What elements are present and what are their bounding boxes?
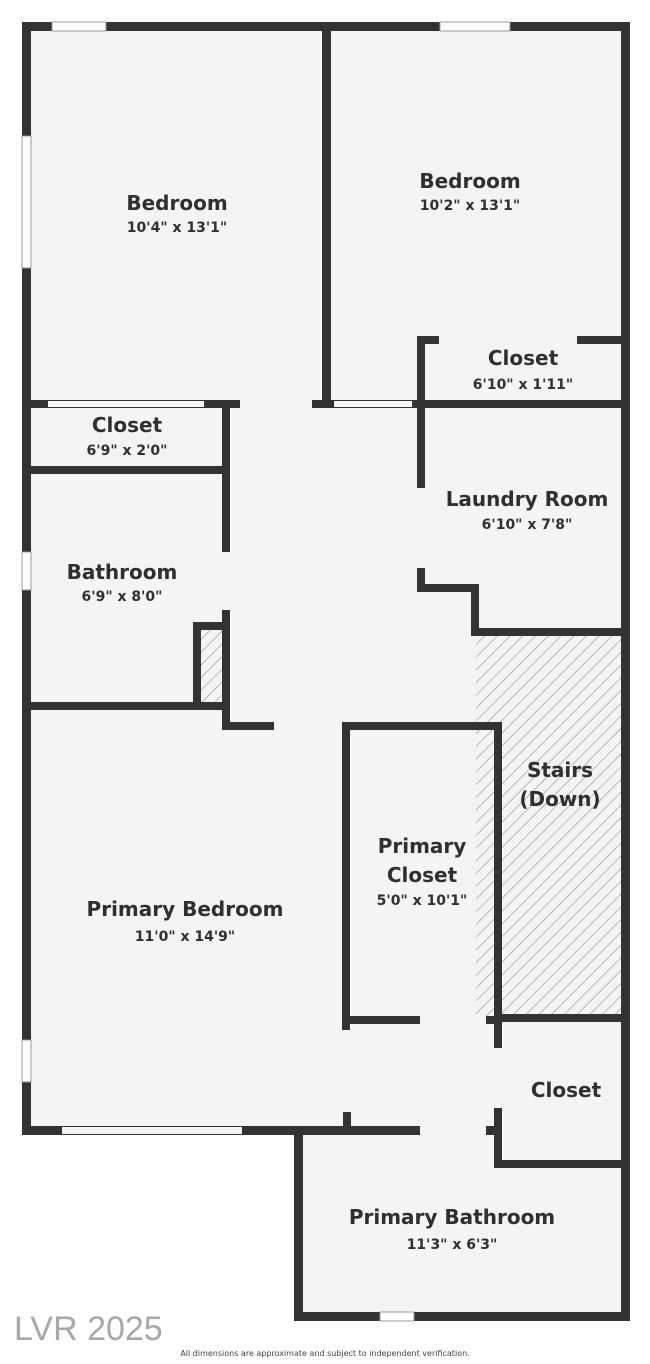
openings (48, 337, 575, 1134)
bedroom-right-name: Bedroom (419, 169, 520, 193)
windows (21, 21, 511, 1322)
window-top-left (51, 21, 107, 32)
closet-right-dims: 6'10" x 1'11" (473, 377, 573, 393)
window-bottom (379, 1311, 415, 1322)
primary-bathroom-name: Primary Bathroom (349, 1205, 555, 1229)
closet-right-name: Closet (488, 346, 559, 370)
disclaimer: All dimensions are approximate and subje… (180, 1349, 469, 1358)
stairs-direction: (Down) (519, 787, 600, 811)
closet-small-name: Closet (531, 1078, 602, 1102)
bathroom-dims: 6'9" x 8'0" (82, 589, 163, 605)
watermark: LVR 2025 (14, 1310, 163, 1348)
laundry-room-name: Laundry Room (446, 487, 609, 511)
window-left-bedroom (21, 135, 32, 269)
window-bathroom (21, 551, 32, 591)
stairs-label: Stairs (527, 758, 593, 782)
primary-bathroom-dims: 11'3" x 6'3" (407, 1237, 498, 1253)
window-primary-bedroom (21, 1039, 32, 1083)
bedroom-left-name: Bedroom (126, 191, 227, 215)
bathroom-hatch (200, 630, 222, 702)
primary-bedroom-name: Primary Bedroom (87, 897, 284, 921)
bedroom-left-dims: 10'4" x 13'1" (127, 220, 227, 236)
primary-closet-dims: 5'0" x 10'1" (377, 893, 468, 909)
window-top-right (439, 21, 511, 32)
primary-closet-name-line2: Closet (387, 863, 458, 887)
laundry-room-dims: 6'10" x 7'8" (482, 517, 573, 533)
closet-left-dims: 6'9" x 2'0" (87, 443, 168, 459)
closet-left-name: Closet (92, 413, 163, 437)
bathroom-name: Bathroom (67, 560, 178, 584)
primary-bedroom-dims: 11'0" x 14'9" (135, 929, 235, 945)
primary-closet-name-line1: Primary (378, 834, 467, 858)
bedroom-right-dims: 10'2" x 13'1" (420, 198, 520, 214)
